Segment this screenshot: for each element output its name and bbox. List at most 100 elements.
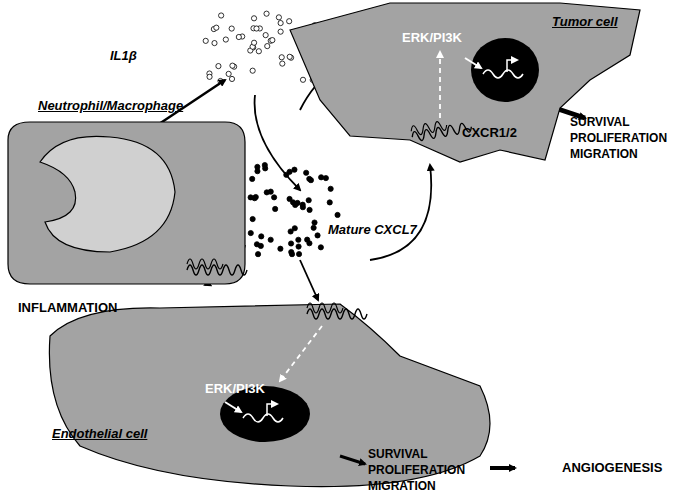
il1b-dot (236, 34, 241, 39)
pathway-label: ERK/PI3K (402, 30, 462, 45)
cxcl7-dot (292, 167, 297, 172)
cxcl7-dot (308, 178, 313, 183)
il1b-dot (223, 37, 228, 42)
signal-arrow (465, 58, 481, 68)
cxcl7-dot (318, 245, 323, 250)
transcription-arrow (507, 60, 517, 72)
outcome-label: SURVIVAL PROLIFERATION MIGRATION (368, 446, 488, 494)
il1b-dot (300, 77, 305, 82)
outcome-label: ANGIOGENESIS (562, 460, 662, 475)
receptor-label: CXCR1/2 (462, 125, 517, 140)
cell-name: Endothelial cell (52, 426, 147, 441)
nucleus (471, 38, 539, 102)
receptor-symbol (187, 259, 247, 275)
cxcl7-dot (300, 205, 305, 210)
transcription-arrow (267, 404, 277, 416)
il1b-dot (256, 49, 261, 54)
il1b-dot (287, 54, 292, 59)
cxcl7-dot (255, 169, 260, 174)
cell-name: Tumor cell (552, 14, 618, 29)
il1b-dot (263, 33, 268, 38)
cell-name: Neutrophil/Macrophage (38, 98, 183, 113)
il1b-dot (251, 45, 256, 50)
cxcl7-dot (311, 225, 316, 230)
cxcl7-dot (264, 190, 269, 195)
output-arrow (340, 456, 365, 464)
cxcl7-dot (319, 175, 324, 180)
il1b-dot (278, 29, 283, 34)
outcome-label: SURVIVAL PROLIFERATION MIGRATION (570, 114, 690, 162)
cxcl7-dot (304, 170, 309, 175)
chemokine-label: Mature CXCL7 (328, 222, 417, 237)
cxcl7-dot (305, 237, 310, 242)
cxcl7-dot (335, 212, 340, 217)
nucleus (40, 136, 175, 252)
cxcl7-dot (307, 207, 312, 212)
il1b-dot (278, 20, 283, 25)
il1b-dot (207, 74, 212, 79)
il1b-dot (254, 26, 259, 31)
cytokine-label: IL1β (110, 48, 137, 63)
cxcl7-dot (296, 244, 301, 249)
dna-symbol (483, 70, 523, 78)
neutrophil-cell: Neutrophil/Macrophage (0, 92, 250, 292)
signal-arrow (300, 260, 318, 300)
il1b-dot (276, 15, 281, 20)
il1b-dot (250, 68, 255, 73)
cxcl7-dot (312, 220, 317, 225)
cxcl7-dot (287, 169, 292, 174)
signal-arrow (370, 165, 431, 260)
cxcl7-dot (250, 216, 255, 221)
il1b-dot (280, 61, 285, 66)
cxcl7-dot (289, 252, 294, 257)
il1b-dot (265, 44, 270, 49)
pathway-label: ERK/PI3K (205, 381, 265, 396)
signal-arrow (255, 95, 300, 190)
cxcl7-dot (328, 186, 333, 191)
cxcl7-dot (296, 251, 301, 256)
cxcl7-dot (273, 206, 278, 211)
il1b-dot (279, 55, 284, 60)
il1b-dot (214, 25, 219, 30)
receptor-symbol (307, 303, 367, 319)
cxcl7-dot (323, 176, 328, 181)
signal-arrow (439, 52, 441, 118)
il1b-dot (251, 40, 256, 45)
outcome-label: INFLAMMATION (18, 300, 117, 315)
cxcl7-dot (292, 226, 297, 231)
cxcl7-dot (268, 237, 273, 242)
cell-body (8, 122, 245, 284)
cell-outline (0, 92, 250, 292)
il1b-dot (226, 71, 231, 76)
il1b-dot (270, 38, 275, 43)
signal-arrow (280, 326, 322, 381)
il1b-dot (287, 19, 292, 24)
il1b-dot (216, 63, 221, 68)
il1b-dot (219, 13, 224, 18)
cxcl7-dot (255, 252, 260, 257)
cxcl7-dot (296, 237, 301, 242)
cxcl7-dot (259, 234, 264, 239)
il1b-dot (251, 16, 256, 21)
cxcl7-dot (327, 200, 332, 205)
il1b-dot (229, 26, 234, 31)
cxcl7-dot (315, 233, 320, 238)
output-arrow (490, 466, 515, 470)
cxcl7-dot (293, 202, 298, 207)
cxcl7-dot (262, 162, 267, 167)
dna-symbol (243, 414, 283, 422)
cxcl7-dot (306, 198, 311, 203)
il1b-dot (264, 11, 269, 16)
cxcl7-dot (272, 195, 277, 200)
cxcl7-dot (258, 243, 263, 248)
il1b-dot (212, 40, 217, 45)
cxcl7-dot (287, 196, 292, 201)
cxcl7-dot (248, 230, 253, 235)
cxcl7-dot (252, 196, 257, 201)
il1b-dot (203, 38, 208, 43)
signal-arrow (225, 402, 241, 412)
cxcl7-dot (278, 246, 283, 251)
il1b-dot (230, 63, 235, 68)
cxcl7-dot (250, 176, 255, 181)
cxcl7-dot (288, 241, 293, 246)
